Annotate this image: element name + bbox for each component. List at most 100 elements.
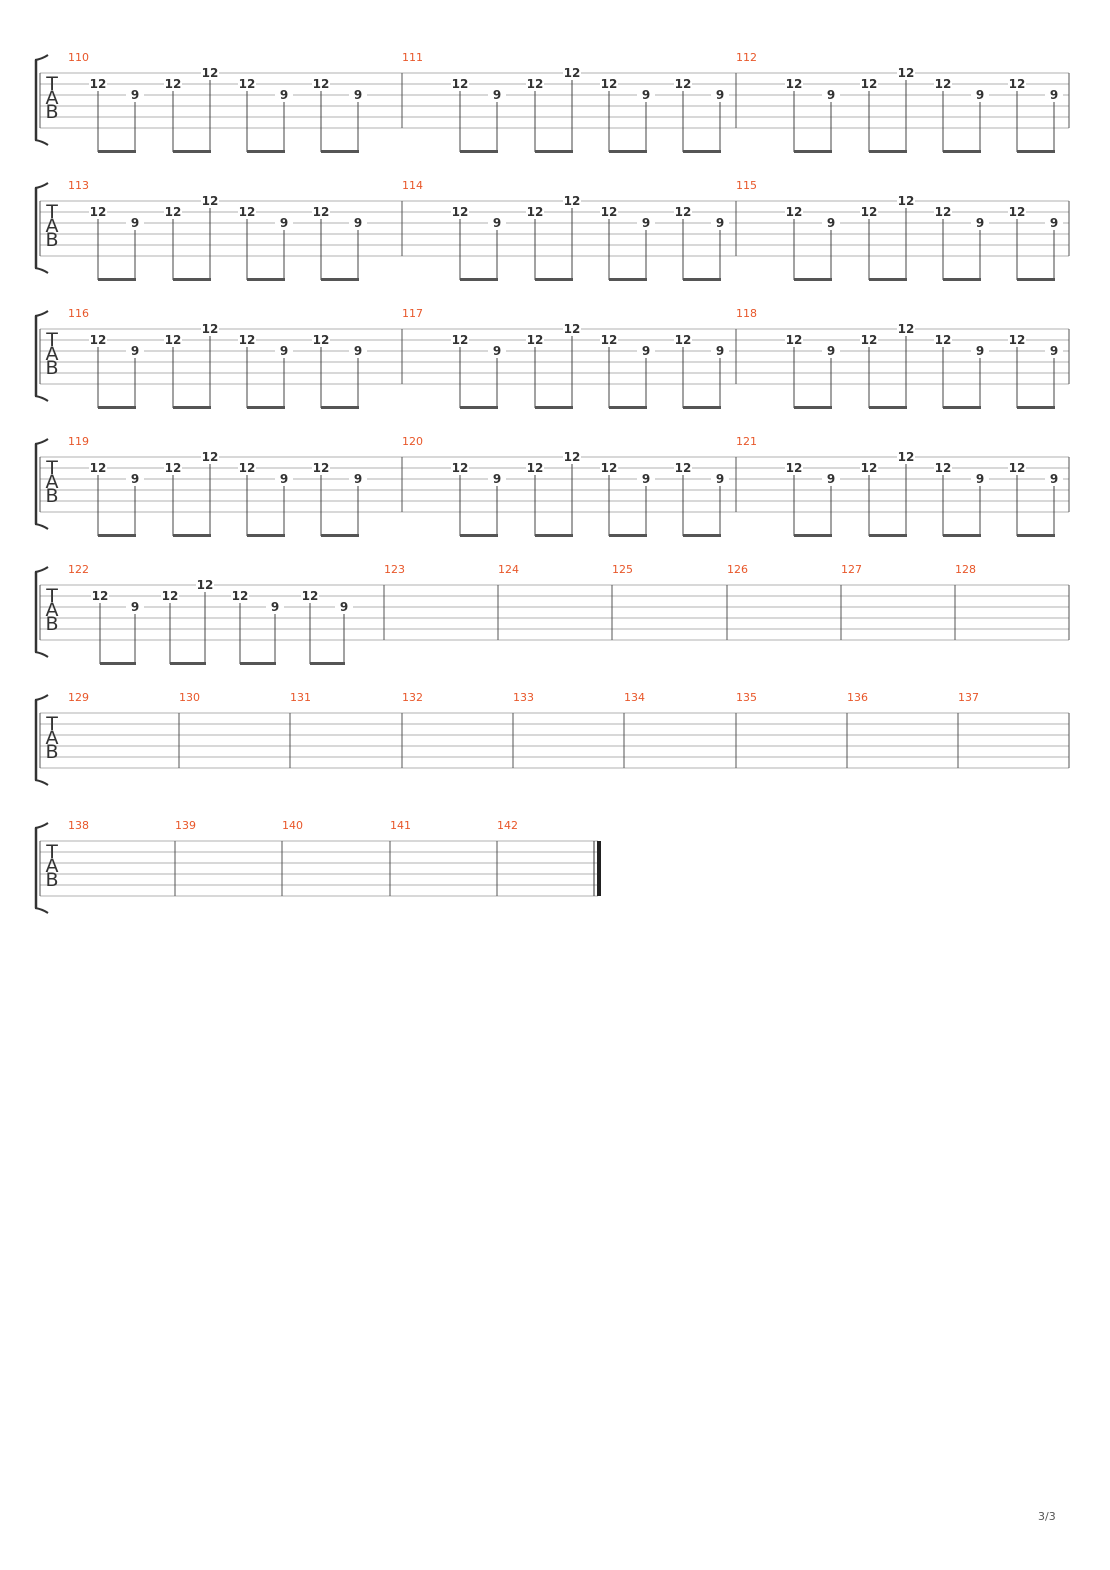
fret-number: 12 bbox=[786, 461, 803, 475]
bracket-top-hook bbox=[34, 694, 49, 701]
fret-knockout bbox=[637, 345, 655, 357]
fret-knockout bbox=[451, 462, 469, 474]
measure-number: 138 bbox=[68, 819, 89, 832]
measure-number: 112 bbox=[736, 51, 757, 64]
tab-clef-letter: A bbox=[46, 215, 59, 237]
staff-system: TAB1101291212129129111129121212912911212… bbox=[34, 51, 1070, 153]
fret-knockout bbox=[349, 473, 367, 485]
fret-number: 9 bbox=[280, 344, 288, 358]
measure-number: 115 bbox=[736, 179, 757, 192]
fret-number: 12 bbox=[861, 461, 878, 475]
measure-number: 142 bbox=[497, 819, 518, 832]
bracket-top-hook bbox=[34, 822, 49, 829]
fret-knockout bbox=[312, 334, 330, 346]
measure-number: 129 bbox=[68, 691, 89, 704]
measure-number: 130 bbox=[179, 691, 200, 704]
fret-number: 9 bbox=[131, 344, 139, 358]
fret-number: 9 bbox=[340, 600, 348, 614]
note-beam bbox=[535, 406, 573, 409]
fret-knockout bbox=[897, 195, 915, 207]
note-beam bbox=[869, 278, 907, 281]
fret-number: 12 bbox=[239, 333, 256, 347]
note-beam bbox=[460, 406, 498, 409]
bracket-bottom-hook bbox=[34, 523, 49, 530]
fret-number: 9 bbox=[1050, 88, 1058, 102]
note-beam bbox=[609, 278, 647, 281]
fret-knockout bbox=[563, 67, 581, 79]
note-beam bbox=[794, 406, 832, 409]
tab-clef-letter: A bbox=[46, 343, 59, 365]
tab-clef-letter: A bbox=[46, 855, 59, 877]
fret-knockout bbox=[1008, 206, 1026, 218]
tab-clef-letter: T bbox=[45, 841, 58, 863]
measure-number: 123 bbox=[384, 563, 405, 576]
fret-number: 12 bbox=[898, 322, 915, 336]
fret-number: 12 bbox=[527, 205, 544, 219]
fret-knockout bbox=[526, 334, 544, 346]
fret-knockout bbox=[89, 334, 107, 346]
fret-knockout bbox=[785, 78, 803, 90]
fret-number: 12 bbox=[302, 589, 319, 603]
note-beam bbox=[321, 534, 359, 537]
fret-number: 12 bbox=[239, 461, 256, 475]
note-beam bbox=[170, 662, 206, 665]
fret-knockout bbox=[1045, 345, 1063, 357]
fret-knockout bbox=[266, 601, 284, 613]
tab-clef-letter: T bbox=[45, 713, 58, 735]
fret-number: 12 bbox=[165, 333, 182, 347]
fret-number: 9 bbox=[280, 472, 288, 486]
fret-knockout bbox=[971, 89, 989, 101]
note-beam bbox=[943, 534, 981, 537]
fret-number: 9 bbox=[716, 88, 724, 102]
fret-knockout bbox=[1008, 334, 1026, 346]
note-beam bbox=[98, 534, 136, 537]
note-beam bbox=[609, 534, 647, 537]
fret-knockout bbox=[674, 206, 692, 218]
fret-knockout bbox=[275, 217, 293, 229]
fret-number: 12 bbox=[239, 205, 256, 219]
fret-number: 12 bbox=[675, 205, 692, 219]
fret-number: 12 bbox=[786, 77, 803, 91]
fret-knockout bbox=[600, 206, 618, 218]
bracket-top-hook bbox=[34, 182, 49, 189]
fret-knockout bbox=[971, 217, 989, 229]
fret-number: 12 bbox=[675, 461, 692, 475]
fret-knockout bbox=[312, 462, 330, 474]
fret-knockout bbox=[526, 78, 544, 90]
fret-number: 12 bbox=[313, 205, 330, 219]
tab-clef-letter: B bbox=[45, 869, 58, 891]
fret-knockout bbox=[822, 89, 840, 101]
fret-knockout bbox=[897, 323, 915, 335]
note-beam bbox=[240, 662, 276, 665]
fret-knockout bbox=[91, 590, 109, 602]
measure-number: 136 bbox=[847, 691, 868, 704]
fret-number: 9 bbox=[827, 472, 835, 486]
fret-number: 9 bbox=[976, 344, 984, 358]
fret-knockout bbox=[126, 601, 144, 613]
bracket-top-hook bbox=[34, 566, 49, 573]
fret-number: 12 bbox=[452, 333, 469, 347]
fret-number: 9 bbox=[716, 472, 724, 486]
note-beam bbox=[247, 534, 285, 537]
note-beam bbox=[247, 406, 285, 409]
measure-number: 128 bbox=[955, 563, 976, 576]
fret-number: 12 bbox=[92, 589, 109, 603]
fret-knockout bbox=[1045, 217, 1063, 229]
staff-system: TAB1131291212129129114129121212912911512… bbox=[34, 179, 1070, 281]
measure-number: 140 bbox=[282, 819, 303, 832]
note-beam bbox=[683, 150, 721, 153]
fret-knockout bbox=[126, 89, 144, 101]
bracket-bottom-hook bbox=[34, 267, 49, 274]
bracket-top-hook bbox=[34, 54, 49, 61]
fret-number: 9 bbox=[493, 216, 501, 230]
fret-number: 12 bbox=[675, 333, 692, 347]
fret-knockout bbox=[860, 206, 878, 218]
fret-knockout bbox=[89, 206, 107, 218]
fret-number: 9 bbox=[976, 472, 984, 486]
tab-clef-letter: A bbox=[46, 727, 59, 749]
fret-knockout bbox=[785, 462, 803, 474]
fret-number: 9 bbox=[827, 216, 835, 230]
fret-number: 9 bbox=[716, 216, 724, 230]
final-barline-thick bbox=[597, 841, 601, 896]
